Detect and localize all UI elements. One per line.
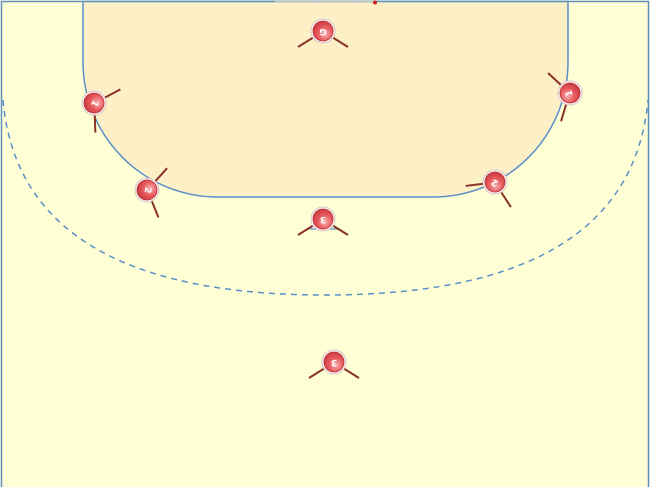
player-arm-right [465, 182, 485, 187]
player-token [323, 351, 345, 373]
player-arm-right [297, 36, 315, 48]
goal-area [82, 0, 569, 198]
player-number: 2 [490, 176, 500, 188]
player-token [83, 92, 105, 114]
player-token [312, 20, 334, 42]
player-marker-attacker[interactable]: 3 [308, 349, 360, 379]
player-marker-defender[interactable]: 2 [465, 161, 523, 208]
player-marker-defender[interactable]: 1 [547, 66, 588, 122]
player-arm-right [93, 113, 97, 133]
player-marker-goalkeeper[interactable]: G [297, 18, 349, 48]
player-number: 1 [564, 89, 575, 98]
player-arm-right [308, 367, 326, 379]
player-marker-defender[interactable]: 2 [131, 163, 168, 218]
player-arm-right [547, 72, 563, 87]
player-token [312, 208, 334, 230]
player-arm-left [331, 36, 349, 48]
player-arm-left [331, 224, 349, 236]
player-arm-left [153, 167, 168, 183]
player-arm-right [297, 224, 315, 236]
free-throw-line [2, 99, 649, 296]
players-layer: G 1 2 3 2 1 3 [71, 18, 588, 379]
goal-post-marker [373, 0, 377, 5]
player-marker-defender[interactable]: 1 [71, 75, 121, 133]
player-token [484, 171, 506, 193]
player-arm-left [560, 102, 568, 122]
player-arm-left [342, 367, 360, 379]
player-arm-right [150, 199, 160, 218]
player-number: 3 [320, 214, 326, 224]
player-number: 1 [88, 98, 100, 108]
goal [275, 0, 377, 5]
player-number: 3 [331, 357, 337, 367]
player-number: G [319, 26, 326, 36]
player-marker-defender[interactable]: 3 [297, 206, 349, 236]
player-token [136, 179, 158, 201]
player-token [559, 82, 581, 104]
player-number: 2 [142, 186, 153, 194]
player-arm-left [499, 190, 512, 208]
player-arm-left [103, 88, 121, 100]
